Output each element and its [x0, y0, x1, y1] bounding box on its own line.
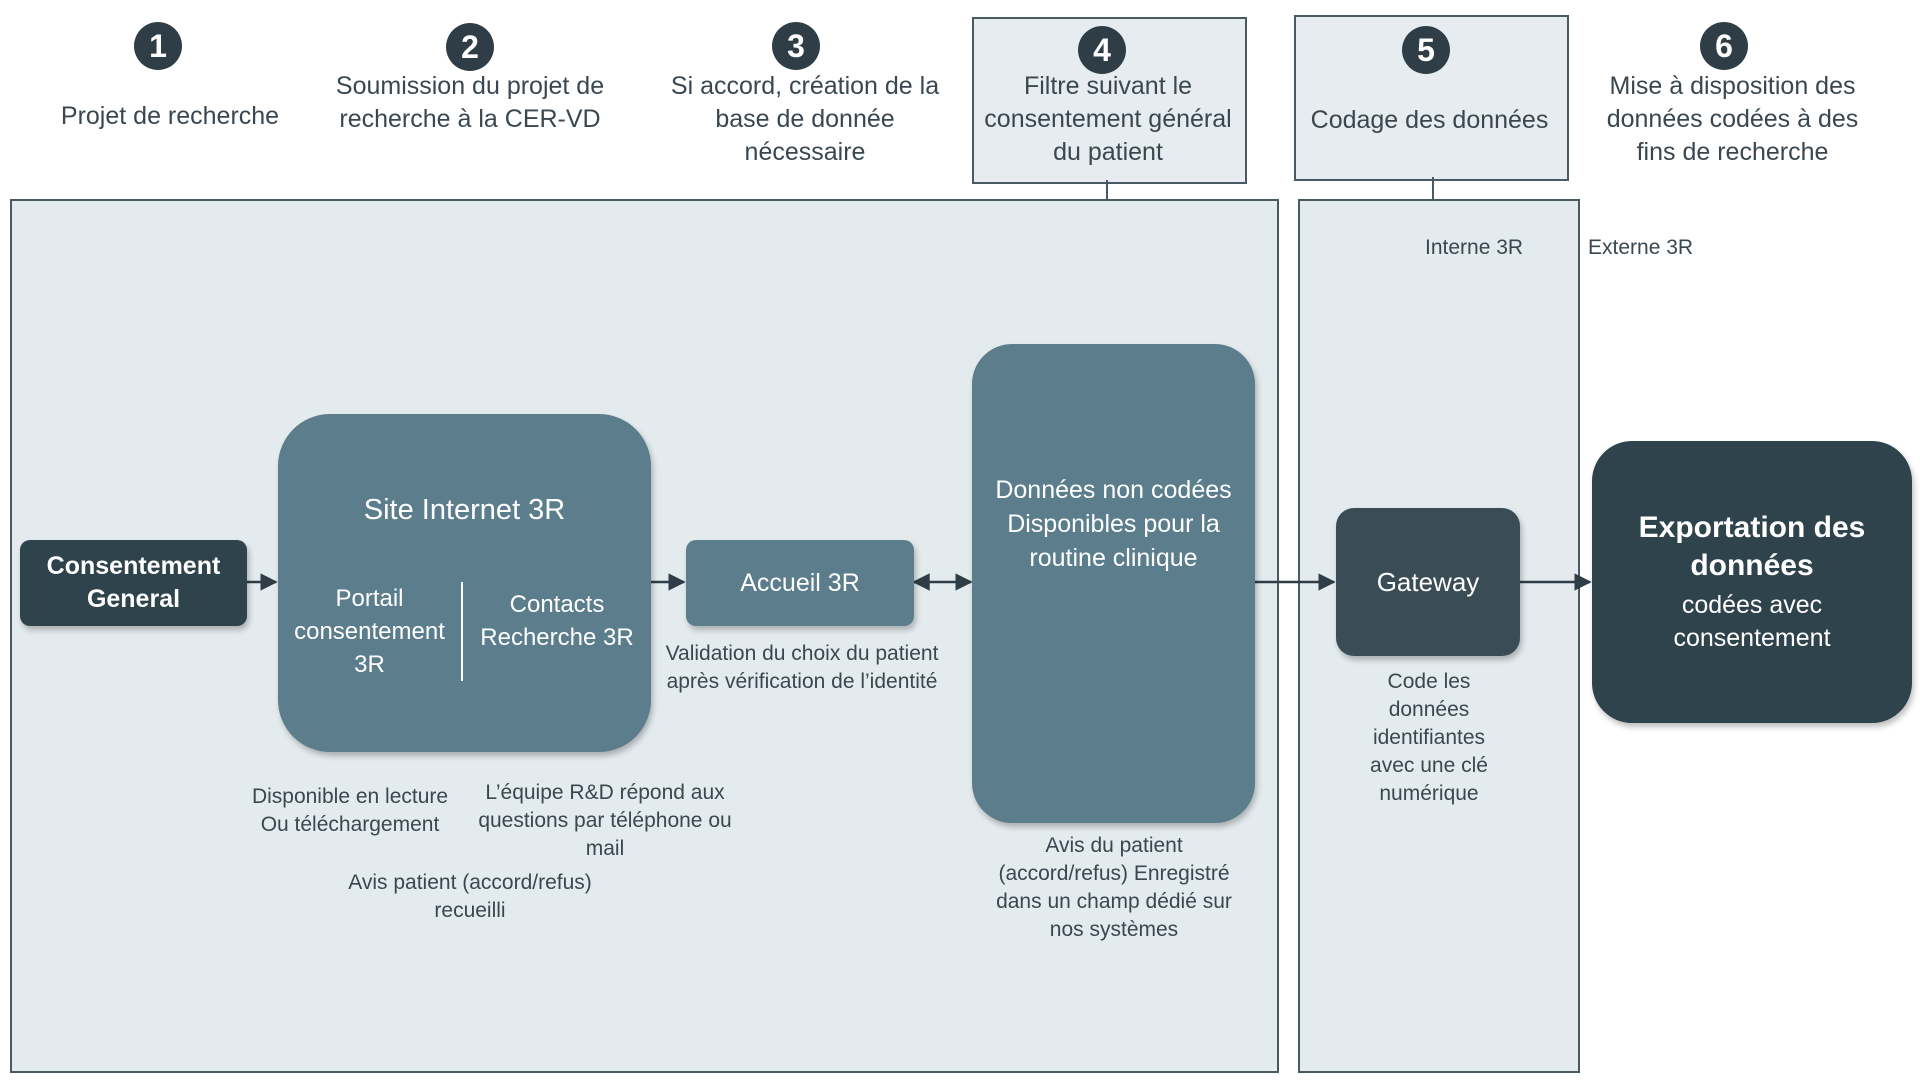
- export-node: Exportation des données codées avec cons…: [1592, 441, 1912, 723]
- site-internet-node: Site Internet 3R Portail consentement 3R…: [278, 414, 651, 752]
- export-title: Exportation des données: [1638, 511, 1866, 582]
- step-5-label: Codage des données: [1310, 106, 1549, 134]
- site-internet-sections: Portail consentement 3R Contacts Recherc…: [278, 582, 651, 681]
- accueil-label: Accueil 3R: [740, 568, 860, 597]
- consent-node: Consentement General: [20, 540, 247, 626]
- gateway-note: Code les données identifiantes avec une …: [1370, 670, 1488, 805]
- step-2-badge: 2: [446, 23, 494, 71]
- contacts-label: Contacts Recherche 3R: [480, 591, 634, 651]
- step-6-badge: 6: [1700, 22, 1748, 70]
- step-3-badge: 3: [772, 22, 820, 70]
- step-1-label: Projet de recherche: [60, 102, 280, 130]
- step-4-badge: 4: [1078, 26, 1126, 74]
- step-1-badge: 1: [134, 22, 182, 70]
- consent-label: Consentement General: [46, 552, 221, 613]
- step-2-label: Soumission du projet de recherche à la C…: [335, 72, 605, 133]
- accueil-note: Validation du choix du patient après vér…: [665, 642, 939, 693]
- portal-note: Disponible en lecture Ou téléchargement: [251, 785, 449, 836]
- internal-zone-label: Interne 3R: [1425, 236, 1524, 259]
- step-4-label: Filtre suivant le consentement général d…: [984, 72, 1232, 166]
- uncoded-data-node: Données non codées Disponibles pour la r…: [972, 344, 1255, 823]
- uncoded-data-label: Données non codées Disponibles pour la r…: [995, 475, 1232, 572]
- gateway-node: Gateway: [1336, 508, 1520, 656]
- external-zone-label: Externe 3R: [1588, 236, 1694, 259]
- step-5-badge: 5: [1402, 26, 1450, 74]
- step-6-label: Mise à disposition des données codées à …: [1606, 72, 1859, 166]
- site-internet-title: Site Internet 3R: [363, 494, 566, 526]
- step-3-label: Si accord, création de la base de donnée…: [670, 72, 940, 166]
- gateway-label: Gateway: [1376, 566, 1480, 597]
- accueil-node: Accueil 3R: [686, 540, 914, 626]
- export-subtitle: codées avec consentement: [1673, 591, 1831, 652]
- contacts-note: L’équipe R&D répond aux questions par té…: [478, 781, 732, 860]
- uncoded-data-note: Avis du patient (accord/refus) Enregistr…: [996, 834, 1232, 941]
- patient-consent-note: Avis patient (accord/refus) recueilli: [348, 871, 592, 922]
- portal-label: Portail consentement 3R: [278, 582, 463, 681]
